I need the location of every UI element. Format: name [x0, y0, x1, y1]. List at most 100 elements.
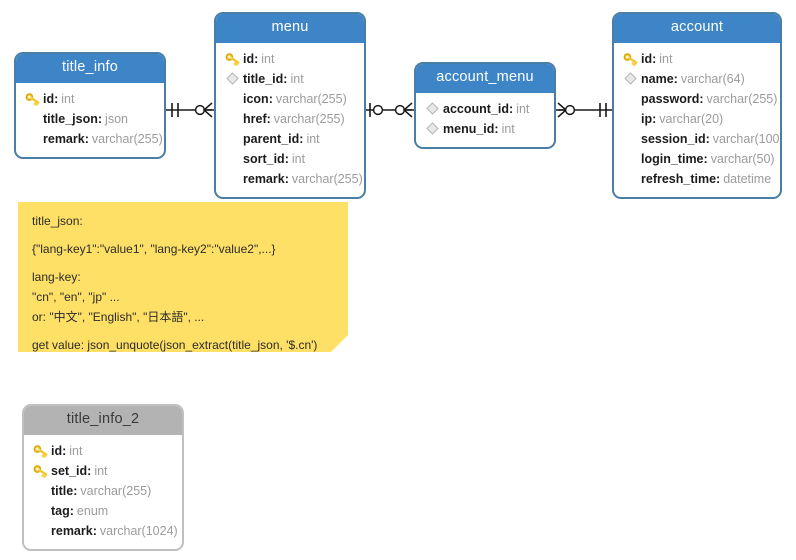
field-type: int: [291, 151, 306, 166]
field-separator: :: [254, 51, 259, 66]
entity-title-account_menu: account_menu: [416, 64, 554, 93]
key-icon: [622, 51, 639, 67]
field-type: int: [69, 443, 83, 458]
field-row[interactable]: tag:enum: [24, 501, 182, 521]
field-name: id: [43, 91, 55, 106]
field-row[interactable]: title:varchar(255): [24, 481, 182, 501]
field-row[interactable]: parent_id:int: [216, 129, 364, 149]
key-icon: [224, 51, 241, 67]
sticky-note-line: or: "中文", "English", "日本語", ...: [32, 310, 205, 324]
field-separator: :: [92, 523, 97, 538]
field-separator: :: [494, 121, 499, 136]
field-row[interactable]: sort_id:int: [216, 149, 364, 169]
field-separator: :: [652, 111, 657, 126]
field-separator: :: [699, 91, 704, 106]
diamond-icon: [424, 101, 441, 117]
field-name: refresh_time: [641, 171, 717, 186]
diamond-icon: [622, 71, 639, 87]
field-name: id: [243, 51, 255, 66]
field-icon-placeholder: [32, 503, 49, 519]
field-separator: :: [97, 111, 103, 126]
field-separator: :: [84, 131, 89, 146]
relationship-connector-title_info-menu[interactable]: [166, 100, 214, 120]
field-row[interactable]: refresh_time:datetime: [614, 169, 780, 189]
note-fold-corner-icon: [331, 335, 348, 352]
field-row[interactable]: id:int: [614, 49, 780, 69]
field-separator: :: [73, 483, 78, 498]
field-type: varchar(255): [291, 171, 363, 186]
field-separator: :: [268, 91, 273, 106]
field-type: varchar(64): [680, 71, 745, 86]
field-row[interactable]: menu_id:int: [416, 119, 554, 139]
field-row[interactable]: remark:varchar(1024): [24, 521, 182, 541]
field-name: login_time: [641, 151, 704, 166]
field-name: session_id: [641, 131, 706, 146]
field-type: enum: [76, 503, 109, 518]
field-row[interactable]: href:varchar(255): [216, 109, 364, 129]
sticky-note-body: title_json: {"lang-key1":"value1", "lang-…: [18, 202, 348, 363]
field-row[interactable]: session_id:varchar(100): [614, 129, 780, 149]
field-name: password: [641, 91, 700, 106]
field-icon-placeholder: [622, 111, 639, 127]
field-type: varchar(1024): [99, 523, 178, 538]
field-type: int: [261, 51, 275, 66]
field-name: set_id: [51, 463, 88, 478]
sticky-note[interactable]: title_json: {"lang-key1":"value1", "lang-…: [18, 202, 348, 352]
field-type: varchar(255): [706, 91, 778, 106]
field-icon-placeholder: [622, 171, 639, 187]
field-type: varchar(255): [275, 91, 347, 106]
field-row[interactable]: icon:varchar(255): [216, 89, 364, 109]
field-row[interactable]: remark:varchar(255): [216, 169, 364, 189]
field-icon-placeholder: [224, 151, 241, 167]
field-name: account_id: [443, 101, 509, 116]
field-type: int: [306, 131, 320, 146]
field-icon-placeholder: [24, 131, 41, 147]
relationship-connector-menu-account_menu[interactable]: [366, 100, 414, 120]
field-icon-placeholder: [24, 111, 41, 127]
key-icon: [24, 91, 41, 107]
key-icon: [32, 443, 49, 459]
field-row[interactable]: password:varchar(255): [614, 89, 780, 109]
sticky-note-line: title_json:: [32, 214, 83, 228]
field-row[interactable]: name:varchar(64): [614, 69, 780, 89]
field-separator: :: [283, 71, 288, 86]
field-row[interactable]: set_id:int: [24, 461, 182, 481]
field-type: varchar(255): [91, 131, 163, 146]
field-separator: :: [87, 463, 92, 478]
field-name: title_id: [243, 71, 284, 86]
field-row[interactable]: id:int: [16, 89, 164, 109]
field-icon-placeholder: [224, 111, 241, 127]
field-separator: :: [509, 101, 514, 116]
entity-title-title_info: title_info: [16, 54, 164, 83]
field-type: int: [61, 91, 75, 106]
field-row[interactable]: title_id:int: [216, 69, 364, 89]
field-separator: :: [705, 131, 710, 146]
field-row[interactable]: title_json:json: [16, 109, 164, 129]
sticky-note-line: {"lang-key1":"value1", "lang-key2":"valu…: [32, 242, 276, 256]
sticky-note-line: "cn", "en", "jp" ...: [32, 290, 120, 304]
field-separator: :: [716, 171, 721, 186]
field-icon-placeholder: [622, 151, 639, 167]
field-type: int: [516, 101, 530, 116]
field-row[interactable]: login_time:varchar(50): [614, 149, 780, 169]
field-row[interactable]: remark:varchar(255): [16, 129, 164, 149]
field-name: menu_id: [443, 121, 495, 136]
sticky-note-line: lang-key:: [32, 270, 81, 284]
field-separator: :: [299, 131, 304, 146]
field-row[interactable]: ip:varchar(20): [614, 109, 780, 129]
relationship-connector-account_menu-account[interactable]: [556, 100, 612, 120]
key-icon: [32, 463, 49, 479]
diamond-icon: [424, 121, 441, 137]
field-row[interactable]: account_id:int: [416, 99, 554, 119]
field-row[interactable]: id:int: [24, 441, 182, 461]
field-row[interactable]: id:int: [216, 49, 364, 69]
field-name: id: [51, 443, 63, 458]
field-name: remark: [243, 171, 285, 186]
